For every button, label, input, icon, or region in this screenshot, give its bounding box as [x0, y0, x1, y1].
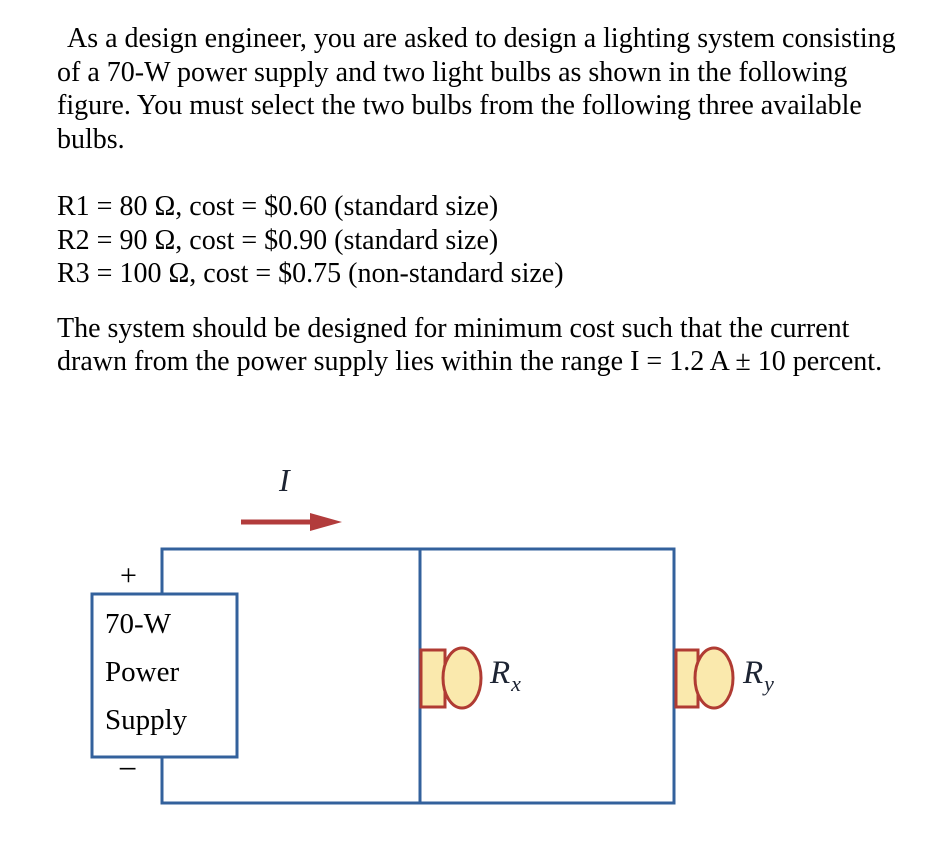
problem-statement: As a design engineer, you are asked to d… [57, 22, 917, 379]
paragraph-line: As a design engineer, you are asked to d… [67, 23, 896, 54]
polarity-plus-label: + [120, 559, 137, 592]
bulb-option-r2: R2 = 90 Ω, cost = $0.90 (standard size) [57, 224, 499, 256]
current-label: I [279, 462, 290, 498]
bulb-rx-label-base: R [490, 655, 511, 691]
design-requirement-paragraph: The system should be designed for minimu… [57, 312, 917, 379]
paragraph-line: The system should be designed for minimu… [57, 312, 850, 344]
polarity-minus-label: − [118, 751, 138, 788]
bulb-options-list: R1 = 80 Ω, cost = $0.60 (standard size) … [57, 190, 917, 291]
paragraph-line: drawn from the power supply lies within … [57, 346, 883, 377]
bulb-option-r3: R3 = 100 Ω, cost = $0.75 (non-standard s… [57, 258, 564, 289]
power-supply-label: 70-W Power Supply [105, 600, 187, 744]
power-supply-label-line: 70-W [105, 608, 172, 640]
bulb-rx-label-subscript: x [511, 671, 521, 696]
power-supply-label-line: Power [105, 656, 180, 688]
power-supply-label-line: Supply [105, 704, 188, 736]
bulb-ry-globe-icon [693, 646, 735, 710]
paragraph-line: bulbs. [57, 123, 125, 155]
current-arrow-head [310, 513, 342, 531]
bulb-option-r1: R1 = 80 Ω, cost = $0.60 (standard size) [57, 191, 499, 222]
circuit-outer-wire [160, 547, 676, 805]
bulb-rx-base-icon [419, 648, 447, 709]
bulb-rx-globe-icon [441, 646, 483, 710]
paragraph-line: of a 70-W power supply and two light bul… [57, 56, 848, 88]
bulb-ry-label-subscript: y [764, 671, 774, 696]
power-supply-box [90, 592, 239, 759]
paragraph-line: figure. You must select the two bulbs fr… [57, 90, 862, 121]
intro-paragraph: As a design engineer, you are asked to d… [57, 22, 917, 156]
bulb-ry-label: Ry [743, 655, 774, 697]
bulb-ry-label-base: R [743, 655, 764, 691]
bulb-rx-label: Rx [490, 655, 521, 697]
